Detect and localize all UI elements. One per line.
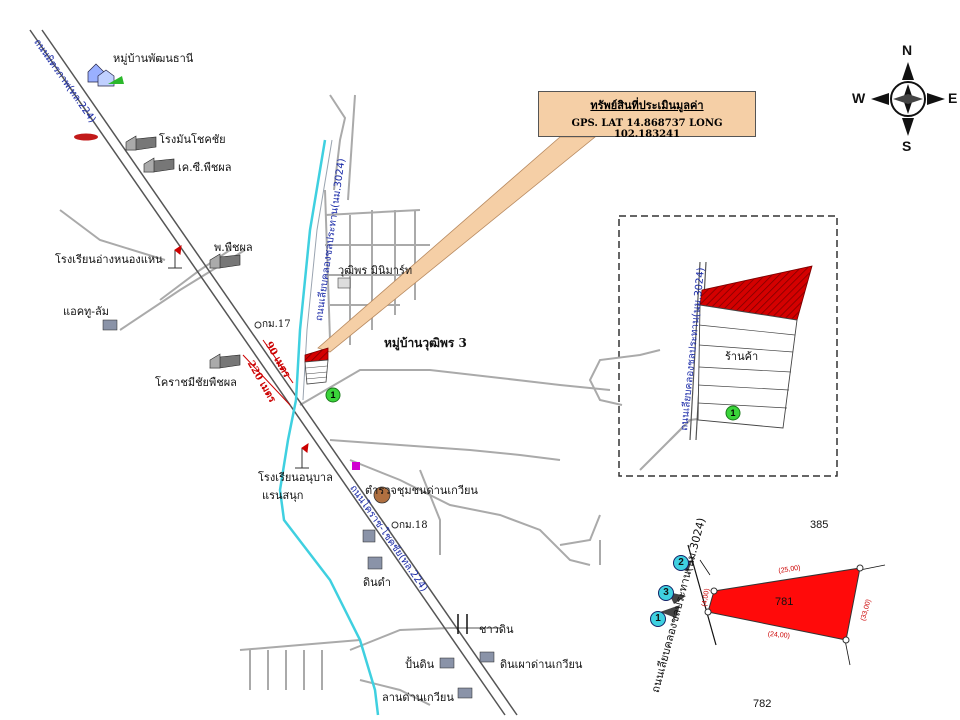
shop-icon [337,277,351,289]
label-km18: กม.18 [399,520,428,531]
compass-e: E [948,90,958,106]
label-dindam: ดินดำ [363,576,391,589]
callout-leader [317,136,597,353]
factory-icons [125,135,241,369]
label-din-phao: ดินเผาด่านเกวียน [500,658,583,671]
office-icons [102,319,495,699]
plot-parcel-number: 781 [775,596,794,608]
office-icon-1 [102,319,118,331]
factory-icon-4 [209,353,241,369]
distance-arrows [242,339,294,406]
label-school1: โรงเรียนอ่างหนองแหน [55,253,163,266]
label-vutthipon-mini: วุฒิพร มินิมาร์ท [338,264,413,277]
restaurant-icon [457,614,468,634]
plot-point-3: 3 [658,585,674,601]
label-pp: พ.พืชผล [214,241,253,254]
compass-rose [871,62,945,136]
compass-w: W [852,90,866,106]
property-callout: ทรัพย์สินที่ประเมินมูลค่า GPS. LAT 14.86… [538,91,756,140]
label-kc: เค.ซี.พืชผล [178,161,232,174]
office-icon-3 [439,657,455,669]
point-1-label: 1 [330,390,336,400]
label-school2-b: แรนสนุก [262,489,304,502]
compass-n: N [902,42,913,58]
label-village1: หมู่บ้านพัฒนธานี [113,52,194,65]
label-shop: ร้านค้า [725,350,759,363]
plot-point-2: 2 [673,555,689,571]
label-chao-din: ชาวดิน [479,623,514,636]
label-korat: โคราชมีชัยพืชผล [155,376,237,389]
callout-gps: GPS. LAT 14.868737 LONG 102.183241 [571,118,723,140]
factory-icon-2 [143,157,175,173]
car-icon [74,133,98,141]
office-icon-2 [367,556,383,570]
property-marker [304,347,329,385]
inset-point-1-marker [725,405,741,421]
office-icon-6 [362,529,376,543]
plot-point-1: 1 [650,611,666,627]
plot-south-number: 782 [753,698,772,710]
callout-title: ทรัพย์สินที่ประเมินมูลค่า [590,99,704,112]
police-icon [352,462,391,504]
label-factory1: โรงมันโชคชัย [159,133,226,146]
school-icon-2 [295,442,309,469]
point-1-marker [325,387,341,403]
compass-s: S [902,138,912,154]
village-icon [87,63,124,87]
plot-north-number: 385 [810,519,829,531]
label-pan-din: ปั้นดิน [405,658,435,671]
label-village3: หมู่บ้านวุฒิพร 3 [384,336,467,350]
label-lan-dan: ลานด่านเกวียน [382,691,454,704]
label-km17: กม.17 [262,319,291,330]
office-icon-4 [479,651,495,663]
km-posts [254,321,399,529]
label-police: ตำรวจชุมชนด่านเกวียน [365,484,478,497]
label-aekk: แอคทู-ลัม [63,305,110,318]
label-school2-a: โรงเรียนอนุบาล [258,471,333,484]
highway-line [29,29,518,716]
inset-point-1-label: 1 [730,408,736,418]
school-icon-1 [168,244,182,269]
factory-icon-3 [209,253,241,269]
inset-map [588,215,838,477]
school-icons [168,244,309,469]
office-icon-5 [457,687,473,699]
factory-icon-1 [125,135,157,151]
